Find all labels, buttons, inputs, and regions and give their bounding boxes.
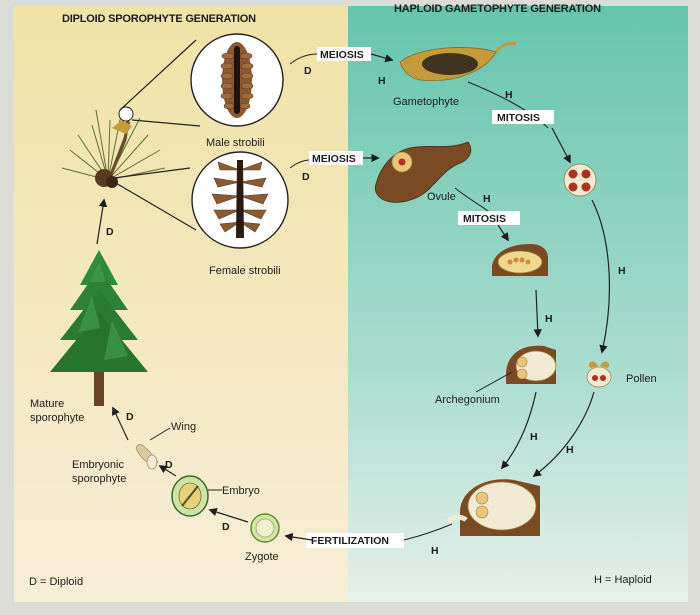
legend-diploid: D = Diploid <box>29 576 83 588</box>
female-strobili-label: Female strobili <box>209 265 281 277</box>
meiosis-mid-label: MEIOSIS <box>312 153 356 165</box>
ploidy-d-3: D <box>165 459 173 471</box>
ploidy-d-2: D <box>126 411 134 423</box>
ovule-label: Ovule <box>427 191 456 203</box>
male-cone-icon <box>220 42 254 118</box>
ploidy-h-fert: H <box>431 545 439 557</box>
female-gametophyte-icon <box>492 244 548 276</box>
ovule-icon <box>374 141 472 203</box>
ploidy-h-mitosis-mid: H <box>483 193 491 205</box>
ploidy-h-meiosis-top: H <box>378 75 386 87</box>
archegonium-label: Archegonium <box>435 394 500 406</box>
ploidy-h-mitosis-right: H <box>505 89 513 101</box>
pine-tree-icon <box>50 250 148 406</box>
embryonic-sporophyte-label-2: sporophyte <box>72 473 126 485</box>
fertilized-ovule-icon <box>445 479 540 536</box>
mitosis-mid-box <box>458 211 520 225</box>
meiosis-mid-box <box>309 151 363 165</box>
gametophyte-icon <box>399 41 517 82</box>
pollen-cluster-icon <box>563 163 597 197</box>
ploidy-d-meiosis-top: D <box>304 65 312 77</box>
diploid-header: DIPLOID SPOROPHYTE GENERATION <box>62 13 256 25</box>
ploidy-d-meiosis-mid: D <box>302 171 310 183</box>
mitosis-right-label: MITOSIS <box>497 112 540 124</box>
zygote-label: Zygote <box>245 551 279 563</box>
embryo-label: Embryo <box>222 485 260 497</box>
mitosis-mid-label: MITOSIS <box>463 213 506 225</box>
mature-sporophyte-label-2: sporophyte <box>30 412 84 424</box>
meiosis-top-label: MEIOSIS <box>320 49 364 61</box>
mature-sporophyte-label-1: Mature <box>30 398 64 410</box>
pine-branch-icon <box>61 106 166 188</box>
ploidy-h-pollen: H <box>618 265 626 277</box>
ploidy-d-1: D <box>106 226 114 238</box>
wing-label: Wing <box>171 421 196 433</box>
ploidy-h-pollen-down: H <box>566 444 574 456</box>
legend-haploid: H = Haploid <box>594 574 652 586</box>
female-cone-icon <box>211 160 269 238</box>
gametophyte-label: Gametophyte <box>393 96 459 108</box>
ploidy-h-arch-down: H <box>530 431 538 443</box>
fertilization-box <box>306 533 404 548</box>
seed-icon <box>135 444 159 470</box>
pollen-label: Pollen <box>626 373 657 385</box>
ploidy-d-4: D <box>222 521 230 533</box>
male-strobili-label: Male strobili <box>206 137 265 149</box>
haploid-header: HAPLOID GAMETOPHYTE GENERATION <box>394 3 601 15</box>
ploidy-h-arch: H <box>545 313 553 325</box>
fertilization-label: FERTILIZATION <box>311 535 389 547</box>
pollen-icon <box>586 361 612 388</box>
meiosis-top-box <box>317 47 371 61</box>
mitosis-right-box <box>492 110 554 124</box>
embryonic-sporophyte-label-1: Embryonic <box>72 459 124 471</box>
embryo-icon <box>171 475 209 517</box>
archegonium-icon <box>506 345 557 384</box>
zygote-icon <box>250 513 280 543</box>
